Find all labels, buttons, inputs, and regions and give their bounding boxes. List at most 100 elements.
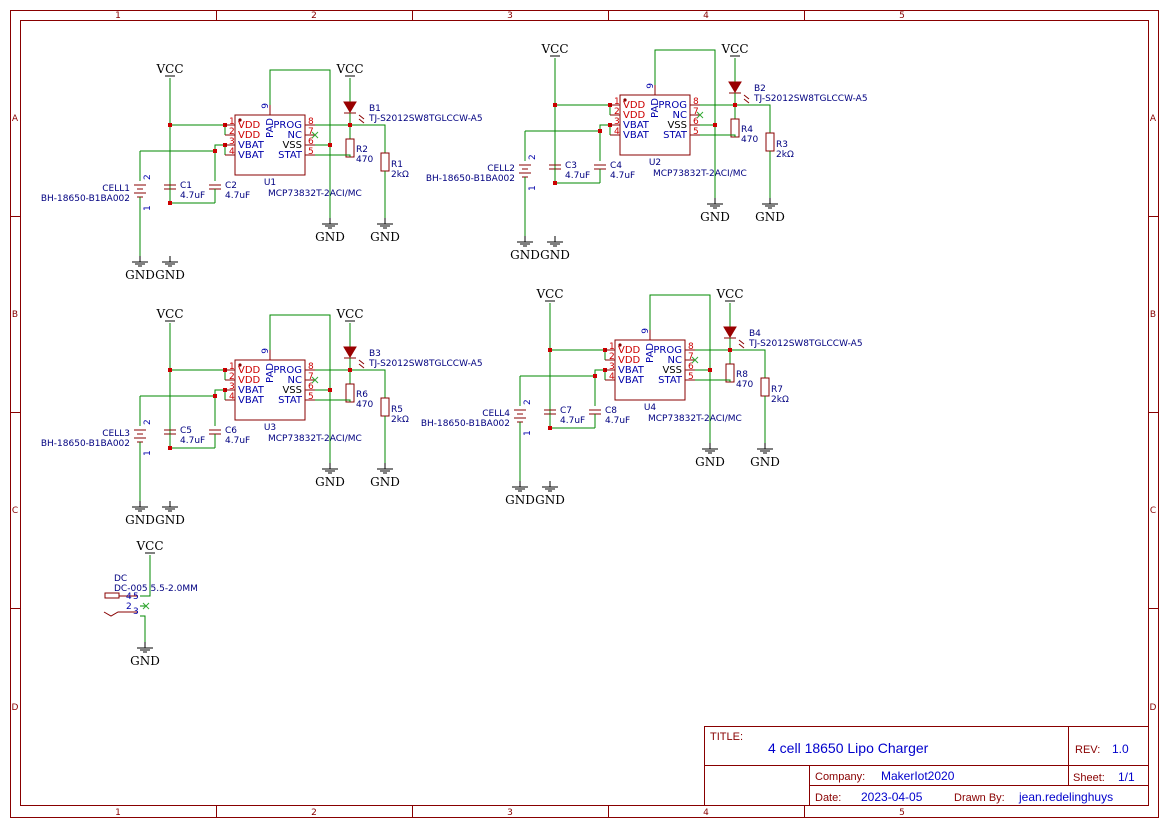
vcc-label: VCC — [715, 287, 743, 301]
pin1-marker — [618, 343, 622, 347]
capacitor: C44.7uF — [594, 129, 635, 183]
capacitor-value: 4.7uF — [560, 416, 585, 426]
cell-pin-number: 2 — [523, 399, 533, 405]
junction-dot — [213, 394, 217, 398]
vcc-label: VCC — [135, 539, 163, 553]
ic-pin-name: NC — [288, 375, 302, 386]
gnd-label: GND — [155, 268, 185, 282]
jack-contact — [103, 611, 138, 617]
resistor-reference: R2 — [356, 145, 368, 155]
ic-pin-name: VSS — [282, 140, 302, 151]
frame-row-label: A — [1150, 114, 1157, 124]
cell-value: BH-18650-B1BA002 — [421, 419, 510, 429]
cell-pin-number: 1 — [143, 205, 153, 211]
vcc-symbol: VCC — [135, 539, 164, 554]
date-value: 2023-04-05 — [861, 790, 923, 804]
capacitor-reference: C1 — [180, 181, 192, 191]
vcc-label: VCC — [335, 62, 363, 76]
resistor-value: 2kΩ — [776, 150, 794, 160]
gnd-label: GND — [505, 493, 535, 507]
ic-pin-number: 7 — [308, 372, 314, 382]
wire — [700, 134, 736, 137]
vcc-symbol: VCC — [335, 307, 364, 322]
rev-value: 1.0 — [1112, 742, 1129, 756]
ic-pin-name: VBAT — [238, 140, 265, 151]
vcc-label: VCC — [540, 42, 568, 56]
led-reference: B3 — [369, 349, 381, 359]
gnd-label: GND — [125, 513, 155, 527]
resistor-reference: R7 — [771, 385, 783, 395]
vcc-symbol: VCC — [155, 62, 184, 77]
ic-pin-name: PROG — [273, 120, 302, 131]
resistor-reference: R3 — [776, 140, 788, 150]
gnd-label: GND — [315, 230, 345, 244]
capacitor-reference: C2 — [225, 181, 237, 191]
wire — [140, 144, 226, 155]
wire — [315, 154, 351, 157]
wire — [525, 124, 611, 135]
vcc-label: VCC — [535, 287, 563, 301]
ic-pin-number: 4 — [229, 147, 235, 157]
charger-channel-2: VCCGND21CELL2BH-18650-B1BA002GNDC34.7uFC… — [426, 42, 868, 262]
gnd-symbol: GND — [755, 198, 785, 224]
gnd-label: GND — [540, 248, 570, 262]
capacitor-reference: C3 — [565, 161, 577, 171]
led-triangle — [723, 326, 737, 338]
ic-pin-name: VBAT — [618, 365, 645, 376]
frame-row-label: D — [1150, 703, 1157, 713]
junction-dot — [328, 388, 332, 392]
gnd-symbol: GND — [125, 501, 155, 527]
ic-pin-number: 8 — [308, 117, 314, 127]
gnd-label: GND — [535, 493, 565, 507]
ic-pin-name: VDD — [623, 100, 646, 111]
led-reference: B4 — [749, 329, 761, 339]
wire — [695, 349, 766, 378]
ic-pin-name: VDD — [238, 130, 261, 141]
vcc-symbol: VCC — [715, 287, 744, 302]
gnd-symbol: GND — [510, 236, 540, 262]
frame-column-label: 4 — [703, 11, 709, 21]
wire — [140, 615, 146, 642]
sheet-key: Sheet: — [1073, 772, 1105, 784]
junction-dot — [168, 446, 172, 450]
ic-pin-name: VDD — [618, 345, 641, 356]
resistor-value: 470 — [736, 380, 753, 390]
ic-pin-number: 3 — [609, 362, 615, 372]
gnd-label: GND — [315, 475, 345, 489]
cell-reference: CELL4 — [482, 409, 510, 419]
ic-pin-name: VSS — [282, 385, 302, 396]
resistor-body — [725, 363, 735, 383]
ic-pin-number: 8 — [688, 342, 694, 352]
wire — [140, 389, 226, 400]
gnd-symbol: GND — [130, 642, 160, 668]
dc-jack-pin-number: 5 — [133, 592, 139, 602]
ic-pin-name: STAT — [658, 375, 683, 386]
ic-reference: U4 — [644, 403, 657, 413]
junction-dot — [553, 103, 557, 107]
capacitor: C34.7uF — [549, 161, 590, 183]
led-triangle — [728, 81, 742, 93]
no-connect-marker — [311, 376, 319, 384]
capacitor-value: 4.7uF — [180, 191, 205, 201]
ic-pin-number: 5 — [693, 127, 699, 137]
rev-key: REV: — [1075, 744, 1100, 756]
capacitor-reference: C4 — [610, 161, 622, 171]
led-value: TJ-S2012SW8TGLCCW-A5 — [748, 339, 863, 349]
junction-dot — [593, 374, 597, 378]
resistor-value: 470 — [356, 400, 373, 410]
company-key: Company: — [815, 771, 865, 783]
wire — [315, 399, 351, 402]
resistor-reference: R6 — [356, 390, 368, 400]
led-value: TJ-S2012SW8TGLCCW-A5 — [753, 94, 868, 104]
ic-pin-name: VDD — [623, 110, 646, 121]
ic-pin-number: 2 — [229, 372, 235, 382]
